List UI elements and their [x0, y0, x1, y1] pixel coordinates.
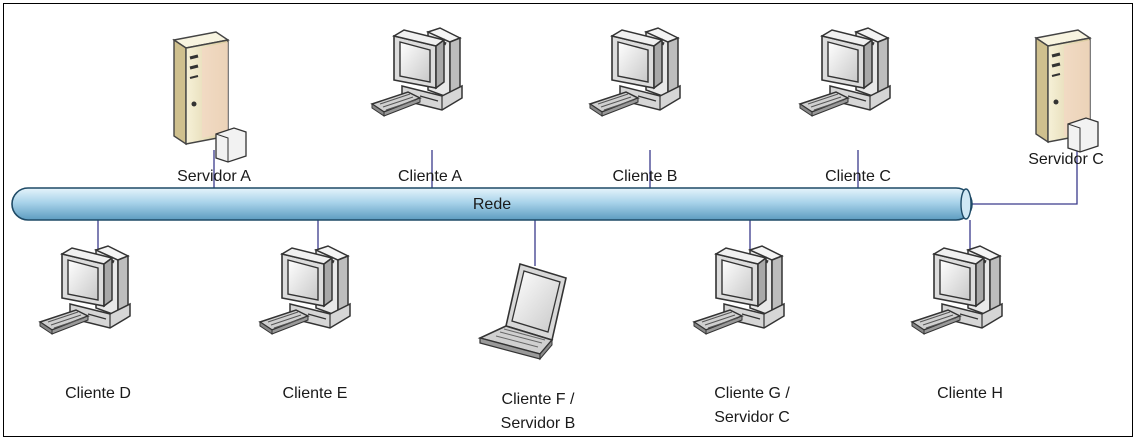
- desktop-computer-icon: [692, 244, 786, 336]
- network-pipe: Rede: [11, 187, 973, 221]
- node-label: Cliente B: [613, 168, 678, 185]
- node-label: Cliente C: [825, 168, 891, 185]
- node-cliente-e: Cliente E: [258, 244, 352, 402]
- document-icon: [215, 127, 247, 163]
- node-label-line1: Cliente G /: [714, 385, 790, 402]
- node-label-line2: Servidor C: [714, 409, 790, 426]
- node-cliente-g: Cliente G / Servidor C: [692, 244, 790, 426]
- node-label: Servidor C: [1028, 151, 1104, 168]
- node-cliente-h: Cliente H: [910, 244, 1004, 402]
- node-label-line1: Cliente F /: [502, 391, 575, 408]
- node-cliente-c: Cliente C: [798, 26, 892, 185]
- diagram-frame: [3, 3, 1133, 437]
- document-icon: [1067, 117, 1099, 153]
- node-servidor-c: Servidor C: [1028, 28, 1104, 168]
- node-label: Cliente D: [65, 385, 131, 402]
- desktop-computer-icon: [910, 244, 1004, 336]
- node-servidor-a: Servidor A: [172, 30, 251, 185]
- link-servidor-c: [968, 150, 1078, 205]
- desktop-computer-icon: [798, 26, 892, 118]
- node-label: Cliente H: [937, 385, 1003, 402]
- server-icon: [172, 30, 230, 146]
- laptop-icon: [479, 263, 567, 360]
- node-cliente-b: Cliente B: [588, 26, 682, 185]
- node-cliente-f: Cliente F / Servidor B: [479, 263, 576, 432]
- desktop-computer-icon: [38, 244, 132, 336]
- network-links: [97, 150, 1078, 266]
- desktop-computer-icon: [588, 26, 682, 118]
- node-label: Cliente A: [398, 168, 462, 185]
- network-label: Rede: [473, 196, 511, 213]
- node-label-line2: Servidor B: [501, 415, 576, 432]
- node-cliente-a: Cliente A: [370, 26, 464, 185]
- node-label: Servidor A: [177, 168, 251, 185]
- desktop-computer-icon: [370, 26, 464, 118]
- desktop-computer-icon: [258, 244, 352, 336]
- node-cliente-d: Cliente D: [38, 244, 132, 402]
- node-label: Cliente E: [283, 385, 348, 402]
